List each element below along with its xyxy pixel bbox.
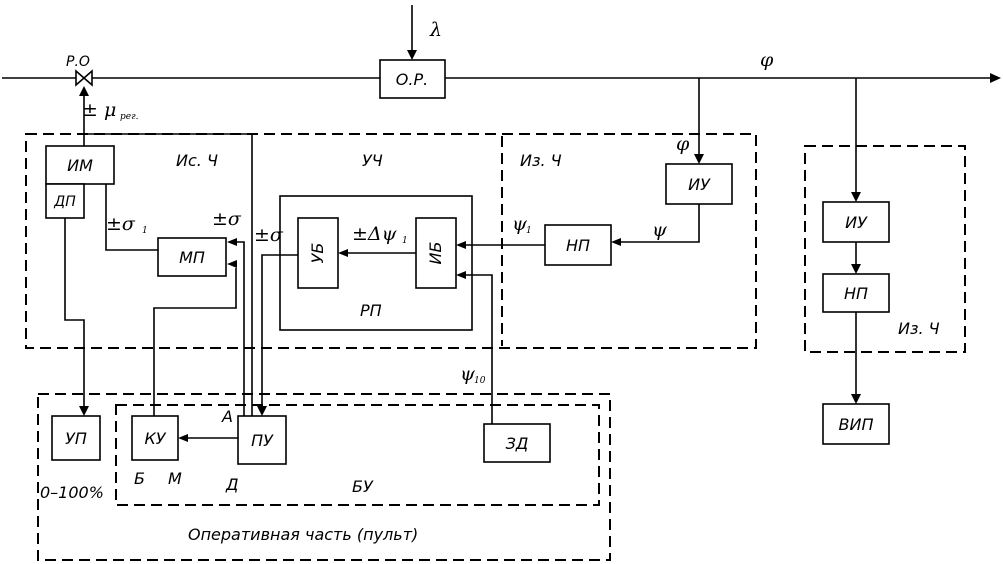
normalizing-converter-block-2 xyxy=(822,273,890,313)
setpoint-device-label: ЗД xyxy=(506,434,529,453)
control-key-block xyxy=(131,415,179,461)
regulated-object-block xyxy=(379,59,446,99)
secondary-device-label: ВИП xyxy=(839,415,874,434)
phi-branch-label: φ xyxy=(676,133,690,155)
executive-part-label: Ис. Ч xyxy=(176,151,218,170)
start-device-block xyxy=(237,415,287,465)
zd-to-ib-arrow xyxy=(456,271,466,279)
actuator-block xyxy=(45,145,115,185)
ub-to-pu-arrow xyxy=(257,406,267,416)
position-indicator-label: УП xyxy=(65,429,87,448)
normalizing-converter-label-2: НП xyxy=(844,284,868,303)
control-unit-label: БУ xyxy=(352,477,374,496)
regulating-device-frame xyxy=(279,195,473,331)
start-device-label: ПУ xyxy=(251,431,274,450)
measuring-device-label-1: ИУ xyxy=(688,175,711,194)
lambda-label: λ xyxy=(429,19,442,41)
mu-label: ± μ xyxy=(82,99,116,121)
position-sensor-label: ДП xyxy=(53,194,76,210)
operative-part-region xyxy=(37,393,611,561)
main-to-iu1-arrow xyxy=(694,154,704,164)
setpoint-device-block xyxy=(483,423,551,463)
label-a: А xyxy=(221,407,233,426)
ku-to-mp-arrow xyxy=(227,260,237,268)
magnetic-starter-label: МП xyxy=(179,248,205,267)
measuring-device-label-2: ИУ xyxy=(845,213,868,232)
sigma2-label: ±σ xyxy=(212,208,242,230)
sigma3-label: ±σ xyxy=(254,224,284,246)
psi1-label: ψ xyxy=(512,213,528,235)
measuring-block-label: ИБ xyxy=(426,242,445,265)
regulating-device-label: РП xyxy=(360,301,382,320)
psi-setpoint-sub-label: 10 xyxy=(474,376,486,386)
sensor-to-indicator-arrow xyxy=(79,406,89,416)
executive-measuring-region xyxy=(25,133,757,349)
delta-psi-sub-label: 1 xyxy=(402,236,408,246)
regulated-object-label: О.Р. xyxy=(396,70,428,89)
output-arrow xyxy=(990,73,1001,83)
main-to-iu2-arrow xyxy=(851,192,861,202)
psi1-sub-label: 1 xyxy=(526,226,532,236)
measuring-device-block-2 xyxy=(822,201,890,243)
valve-symbol xyxy=(75,69,93,87)
range-label: 0–100% xyxy=(40,483,104,502)
valve-label: Р.О xyxy=(66,54,90,70)
mu-sub-label: рег. xyxy=(120,112,139,122)
secondary-device-block xyxy=(822,403,890,445)
control-unit-region xyxy=(115,404,600,506)
psi-label: ψ xyxy=(652,219,668,241)
control-part-label: УЧ xyxy=(362,151,383,170)
magnetic-starter-block xyxy=(157,237,227,277)
sigma1-sub-label: 1 xyxy=(142,226,148,236)
amplifier-label: УБ xyxy=(308,243,327,264)
control-key-label: КУ xyxy=(144,429,166,448)
pu-to-ku-arrow xyxy=(178,434,188,442)
label-m: М xyxy=(168,469,182,488)
normalizing-converter-block-1 xyxy=(544,224,612,266)
measuring-part-region-2 xyxy=(804,145,966,353)
measuring-block xyxy=(415,217,457,289)
measuring-part-label-1: Из. Ч xyxy=(520,151,562,170)
label-d: Д xyxy=(225,475,239,494)
operative-part-label: Оперативная часть (пульт) xyxy=(188,525,418,544)
main-process-line xyxy=(2,73,1001,83)
actuator-label: ИМ xyxy=(67,156,93,175)
measuring-part-label-2: Из. Ч xyxy=(898,319,940,338)
pu-to-mp-arrow-1 xyxy=(227,238,237,246)
np2-to-vip-arrow xyxy=(851,394,861,404)
delta-psi-label: ±Δψ xyxy=(352,223,398,245)
np-to-ib-arrow xyxy=(456,241,466,249)
phi-main-label: φ xyxy=(760,49,774,71)
label-b: Б xyxy=(134,469,145,488)
iu2-to-np2-arrow xyxy=(851,264,861,274)
normalizing-converter-label-1: НП xyxy=(566,236,590,255)
sigma1-label: ±σ xyxy=(106,213,136,235)
iu-to-np-arrow xyxy=(611,238,621,246)
amplifier-block xyxy=(297,217,339,289)
position-indicator-block xyxy=(51,415,101,461)
psi-setpoint-label: ψ xyxy=(460,363,476,385)
ib-to-ub-arrow xyxy=(338,249,348,257)
lambda-arrow xyxy=(407,50,417,60)
actuator-to-valve-arrow xyxy=(79,86,89,96)
